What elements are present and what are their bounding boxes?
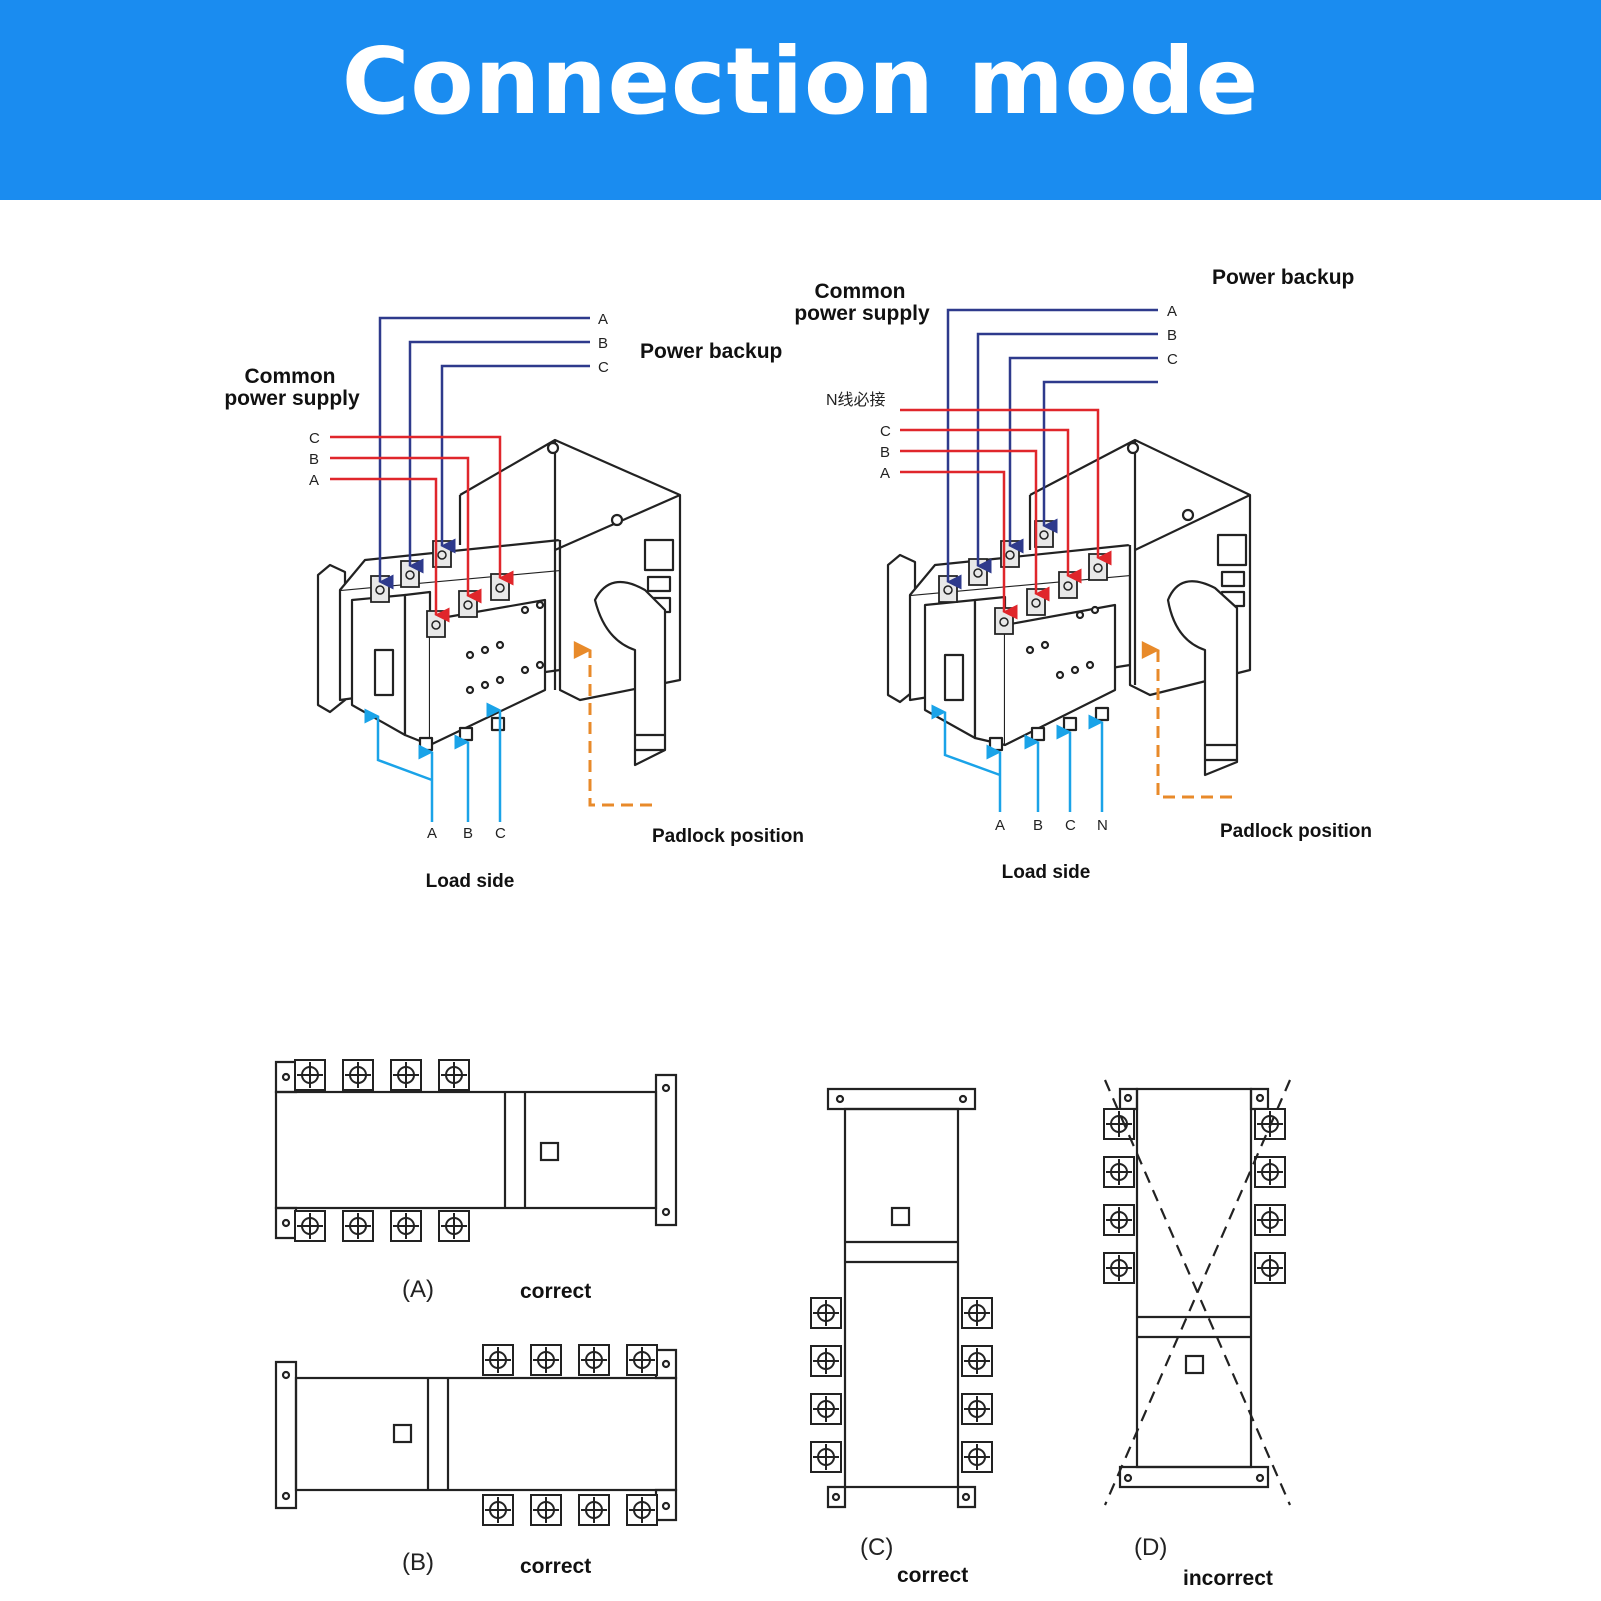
top-phase-b: B — [1167, 327, 1177, 344]
power-backup-label: Power backup — [1212, 266, 1354, 289]
install-diagram-a — [274, 1058, 678, 1243]
side-phase-c: C — [309, 430, 320, 447]
ats-device-right — [886, 438, 1252, 777]
install-diagram-c — [809, 1087, 994, 1509]
load-phase-a: A — [427, 825, 437, 842]
common-supply-label-line2: power supply — [794, 302, 930, 325]
install-d-letter: (D) — [1134, 1534, 1167, 1561]
wiring-diagram-left: Power backup Common power supply A B C C… — [224, 311, 804, 892]
load-phase-a: A — [995, 817, 1005, 834]
side-phase-b: B — [880, 444, 890, 461]
install-c-status: correct — [897, 1564, 968, 1587]
ats-device-left — [316, 438, 682, 767]
wiring-diagram-right: Power backup Common power supply A B C N… — [794, 266, 1372, 883]
load-phase-b: B — [1033, 817, 1043, 834]
top-phase-b: B — [598, 335, 608, 352]
load-phase-c: C — [1065, 817, 1076, 834]
common-supply-label-line1: Common — [815, 280, 906, 303]
common-supply-label-line1: Common — [245, 365, 336, 388]
title-banner: Connection mode — [0, 0, 1601, 200]
power-backup-label: Power backup — [640, 340, 782, 363]
n-line-note: N线必接 — [826, 391, 886, 409]
load-side-label: Load side — [426, 871, 515, 892]
top-phase-c: C — [598, 359, 609, 376]
install-d-status: incorrect — [1183, 1567, 1273, 1590]
top-phase-a: A — [1167, 303, 1177, 320]
load-side-label: Load side — [1002, 862, 1091, 883]
top-phase-a: A — [598, 311, 608, 328]
install-diagram-d — [1102, 1079, 1292, 1506]
top-phase-c: C — [1167, 351, 1178, 368]
side-phase-a: A — [880, 465, 890, 482]
side-phase-a: A — [309, 472, 319, 489]
page-title: Connection mode — [341, 28, 1260, 135]
install-diagram-b — [274, 1343, 678, 1527]
padlock-position-label: Padlock position — [1220, 821, 1372, 842]
install-b-status: correct — [520, 1555, 591, 1578]
cross-mark-line-2 — [1103, 1079, 1292, 1506]
padlock-position-label: Padlock position — [652, 826, 804, 847]
common-supply-label-line2: power supply — [224, 387, 360, 410]
load-phase-n: N — [1097, 817, 1108, 834]
install-a-letter: (A) — [402, 1276, 434, 1303]
side-phase-b: B — [309, 451, 319, 468]
load-phase-c: C — [495, 825, 506, 842]
install-c-letter: (C) — [860, 1534, 893, 1561]
install-b-letter: (B) — [402, 1549, 434, 1576]
side-phase-c: C — [880, 423, 891, 440]
install-a-status: correct — [520, 1280, 591, 1303]
load-phase-b: B — [463, 825, 473, 842]
